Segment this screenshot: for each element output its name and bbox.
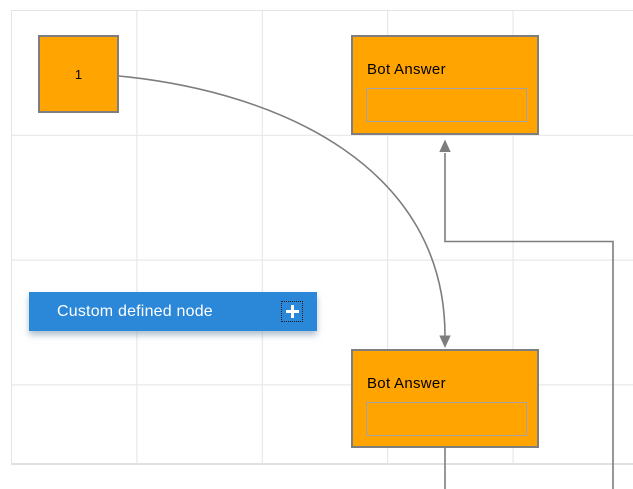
custom-node-label: Custom defined node — [57, 302, 213, 320]
bot-answer-input[interactable] — [366, 402, 527, 436]
plus-icon — [285, 305, 299, 318]
bot-answer-node-bottom[interactable]: Bot Answer — [351, 349, 539, 448]
bot-answer-title: Bot Answer — [367, 61, 446, 78]
add-button[interactable] — [281, 301, 303, 322]
bot-answer-node-top[interactable]: Bot Answer — [351, 35, 539, 135]
bot-answer-input[interactable] — [366, 88, 527, 122]
connector-ortho-bottom-to-top[interactable] — [439, 139, 614, 489]
bot-answer-title: Bot Answer — [367, 375, 446, 392]
custom-defined-node[interactable]: Custom defined node — [29, 292, 317, 331]
connector-curve-start-to-bottom[interactable] — [118, 75, 451, 348]
start-node-label: 1 — [74, 66, 83, 82]
start-node[interactable]: 1 — [38, 35, 119, 113]
